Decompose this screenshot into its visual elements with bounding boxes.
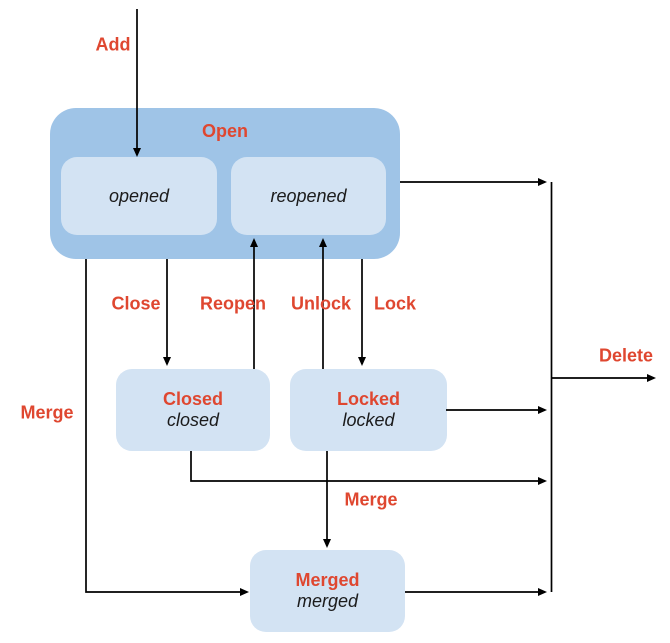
edge-label-merge-open: Merge bbox=[20, 402, 74, 423]
state-closed: Closed closed bbox=[116, 369, 270, 451]
state-locked-title: Locked bbox=[336, 389, 401, 409]
state-reopened-label: reopened bbox=[270, 185, 347, 206]
edge-label-add: Add bbox=[95, 34, 131, 55]
edge-label-lock: Lock bbox=[373, 293, 417, 314]
state-opened: opened bbox=[61, 157, 217, 235]
state-locked: Locked locked bbox=[290, 369, 447, 451]
state-merged-label: merged bbox=[296, 591, 359, 611]
edge-label-reopen: Reopen bbox=[199, 293, 267, 314]
edge-merge-open-to-merged bbox=[85, 259, 249, 596]
state-merged: Merged merged bbox=[250, 550, 405, 632]
state-reopened: reopened bbox=[231, 157, 386, 235]
edge-label-unlock: Unlock bbox=[290, 293, 352, 314]
state-merged-title: Merged bbox=[295, 570, 360, 590]
state-closed-label: closed bbox=[166, 410, 220, 430]
state-group-open-title: Open bbox=[201, 121, 248, 141]
edge-label-merge-locked: Merge bbox=[344, 489, 398, 510]
state-closed-title: Closed bbox=[162, 389, 223, 409]
state-locked-label: locked bbox=[342, 410, 395, 430]
edge-closed-to-delete bbox=[190, 451, 547, 485]
edge-label-close: Close bbox=[111, 293, 161, 314]
state-opened-label: opened bbox=[108, 185, 170, 206]
edge-label-delete: Delete bbox=[598, 345, 654, 366]
